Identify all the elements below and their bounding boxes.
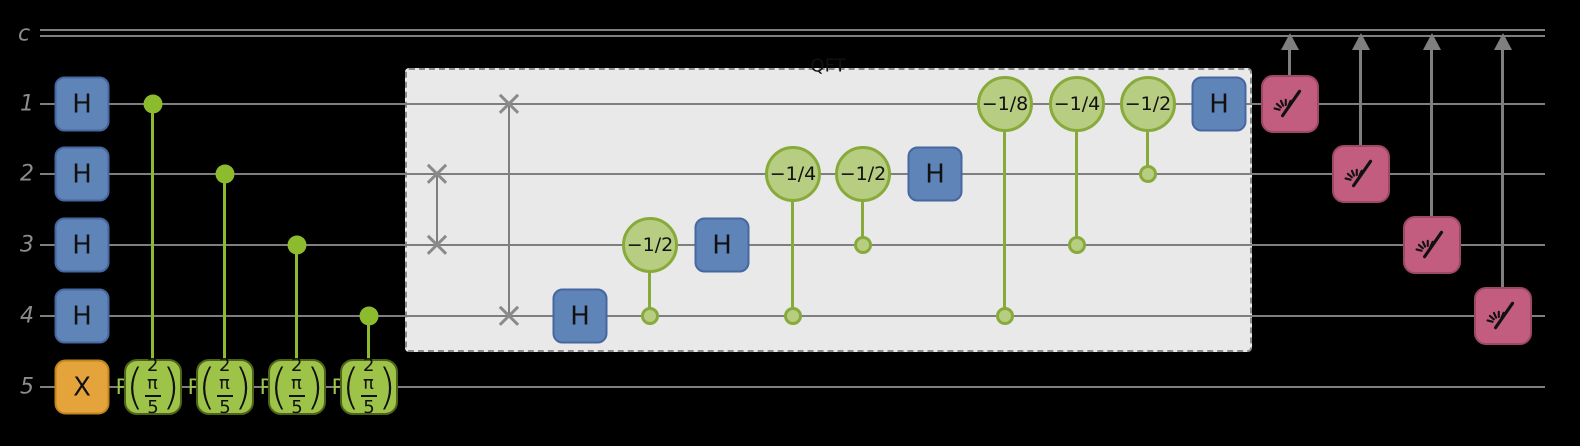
measure-icon	[1273, 89, 1302, 118]
measure-icon	[1344, 159, 1373, 188]
cphase-line-1	[648, 245, 651, 316]
measure-arrowhead-icon-3	[1423, 33, 1441, 50]
cphase-control-dot-q2	[1139, 165, 1157, 183]
h-gate-qft-q4: H	[552, 288, 608, 344]
qubit-label-2: 2	[20, 161, 34, 187]
cp-control-line-4	[367, 316, 370, 387]
p-gate-4: ( 2 π 5 )	[340, 355, 398, 418]
swap-icon-q3: ×	[421, 224, 453, 265]
p-fraction: 2 π 5	[360, 357, 378, 417]
h-gate-qft-q2: H	[907, 146, 963, 202]
qubit-label-3: 3	[20, 232, 34, 258]
p-fraction: 2 π 5	[216, 357, 234, 417]
p-gate-2: ( 2 π 5 )	[196, 355, 254, 418]
cphase-control-dot-q3	[854, 236, 872, 254]
qubit-label-5: 5	[20, 374, 34, 400]
classical-wire-label: c	[17, 21, 31, 47]
cp-control-line-3	[295, 245, 298, 387]
p-gate-1: ( 2 π 5 )	[124, 355, 182, 418]
measure-arrow-line-1	[1288, 46, 1291, 75]
measure-gate-q4	[1474, 287, 1532, 345]
control-dot-q1	[143, 94, 163, 114]
qubit-wire-5	[40, 386, 1545, 388]
cphase-gate-q3: −1/2	[622, 217, 678, 273]
h-gate-qft-q3: H	[694, 217, 750, 273]
h-gate-q4: H	[54, 288, 110, 344]
cphase-line-2	[791, 174, 794, 316]
measure-arrowhead-icon-1	[1281, 33, 1299, 50]
p-fraction: 2 π 5	[288, 357, 306, 417]
measure-arrowhead-icon-4	[1494, 33, 1512, 50]
measure-gate-q3	[1403, 216, 1461, 274]
qft-block-box	[405, 68, 1252, 352]
h-gate-q1: H	[54, 76, 110, 132]
control-dot-q4	[359, 306, 379, 326]
qft-block-label: QFT	[810, 55, 846, 77]
cphase-control-dot-q4	[996, 307, 1014, 325]
swap-line-q2-q3	[436, 174, 438, 245]
cphase-control-dot-q3	[1068, 236, 1086, 254]
cphase-line-5	[1075, 104, 1078, 245]
h-gate-qft-q1: H	[1191, 76, 1247, 132]
classical-wire-bottom	[40, 35, 1545, 37]
control-dot-q2	[215, 164, 235, 184]
cphase-control-dot-q4	[784, 307, 802, 325]
swap-line-q1-q4	[508, 104, 510, 316]
p-gate-3: ( 2 π 5 )	[268, 355, 326, 418]
measure-arrow-line-4	[1501, 46, 1504, 287]
cphase-gate-q1-c: −1/2	[1120, 76, 1176, 132]
cphase-gate-q1-b: −1/4	[1049, 76, 1105, 132]
measure-icon	[1486, 301, 1515, 330]
cp-control-line-2	[223, 174, 226, 387]
measure-gate-q2	[1332, 145, 1390, 203]
h-gate-q2: H	[54, 146, 110, 202]
measure-arrowhead-icon-2	[1352, 33, 1370, 50]
x-gate-q5: X	[54, 359, 110, 415]
measure-arrow-line-2	[1359, 46, 1362, 145]
cphase-gate-q2-a: −1/4	[765, 146, 821, 202]
measure-gate-q1	[1261, 75, 1319, 133]
cphase-line-6	[1146, 104, 1149, 174]
classical-wire-top	[40, 29, 1545, 31]
swap-icon-q1: ×	[493, 83, 525, 124]
cphase-line-3	[861, 174, 864, 245]
h-gate-q3: H	[54, 217, 110, 273]
swap-icon-q4: ×	[493, 295, 525, 336]
cphase-control-dot-q4	[641, 307, 659, 325]
qubit-wire-1	[40, 103, 1545, 105]
measure-arrow-line-3	[1430, 46, 1433, 216]
measure-icon	[1415, 230, 1444, 259]
qubit-label-1: 1	[20, 91, 34, 117]
qubit-label-4: 4	[20, 303, 34, 329]
control-dot-q3	[287, 235, 307, 255]
swap-icon-q2: ×	[421, 153, 453, 194]
cphase-line-4	[1003, 104, 1006, 316]
cphase-gate-q2-b: −1/2	[835, 146, 891, 202]
p-fraction: 2 π 5	[144, 357, 162, 417]
cphase-gate-q1-a: −1/8	[977, 76, 1033, 132]
cp-control-line-1	[151, 104, 154, 387]
